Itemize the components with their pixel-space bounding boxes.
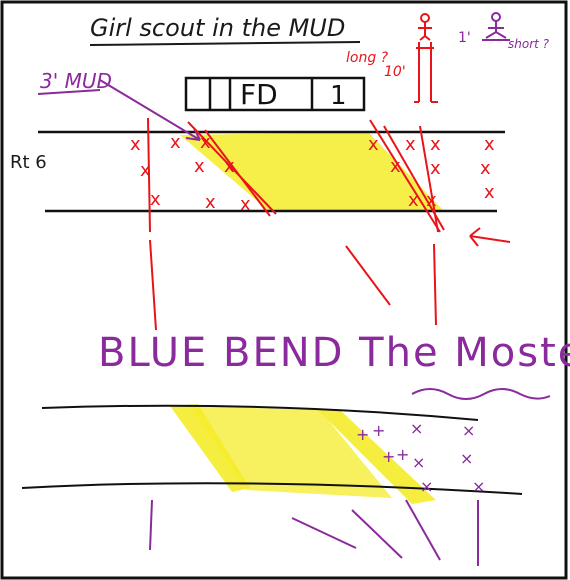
direction-arrow — [469, 235, 511, 243]
bottom-title: BLUE BEND The Mostest — [98, 330, 570, 376]
svg-text:×: × — [472, 477, 485, 496]
bottom-road-edge-bottom — [21, 482, 523, 495]
svg-text:x: x — [150, 189, 161, 210]
svg-text:x: x — [390, 156, 401, 177]
purple-slash-lines — [149, 499, 479, 566]
short-figure — [482, 12, 510, 41]
svg-text:x: x — [205, 192, 216, 213]
svg-text:x: x — [408, 190, 419, 211]
svg-text:x: x — [140, 160, 151, 181]
red-mark-lines — [147, 117, 445, 331]
fd-suffix: 1 — [330, 81, 347, 111]
tall-figure — [414, 13, 438, 103]
mud-highlight-top — [180, 132, 445, 212]
svg-text:x: x — [426, 190, 437, 211]
svg-text:x: x — [430, 134, 441, 155]
svg-text:+: + — [396, 445, 409, 464]
mud-arrow — [99, 79, 201, 141]
height-note: 10' — [384, 64, 406, 80]
fd-label: FD — [240, 78, 278, 111]
title-underline — [89, 41, 361, 46]
svg-text:+: + — [372, 421, 385, 440]
svg-text:x: x — [194, 156, 205, 177]
svg-text:x: x — [430, 158, 441, 179]
svg-text:x: x — [224, 156, 235, 177]
svg-text:x: x — [480, 158, 491, 179]
svg-text:x: x — [405, 134, 416, 155]
svg-text:×: × — [462, 421, 475, 440]
short-note: short ? — [508, 37, 550, 51]
bottom-road-edge-top — [41, 404, 479, 421]
title-text: Girl scout in the MUD — [90, 14, 345, 42]
svg-text:x: x — [368, 134, 379, 155]
mud-label-underline — [37, 89, 101, 95]
title-squiggle — [411, 388, 551, 400]
mud-highlight-bottom-2 — [190, 406, 392, 498]
fd-box: FD 1 — [184, 76, 366, 112]
svg-text:×: × — [420, 477, 433, 496]
red-x-marks: x x x x x x x x x x x x x x x x x x x — [130, 132, 495, 215]
mud-highlight-bottom-3 — [316, 408, 436, 504]
direction-arrow-head — [469, 227, 481, 247]
svg-text:x: x — [200, 132, 211, 153]
svg-text:x: x — [170, 132, 181, 153]
svg-text:×: × — [460, 449, 473, 468]
svg-text:+: + — [356, 425, 369, 444]
svg-text:×: × — [410, 419, 423, 438]
mud-highlight-bottom-1 — [170, 404, 250, 492]
svg-text:x: x — [484, 134, 495, 155]
svg-text:×: × — [412, 453, 425, 472]
svg-text:x: x — [240, 194, 251, 215]
svg-text:x: x — [130, 134, 141, 155]
purple-plus-marks: + + × × + + × × × × — [356, 419, 485, 496]
short-prefix: 1' — [458, 30, 471, 46]
svg-text:x: x — [484, 182, 495, 203]
svg-text:+: + — [382, 447, 395, 466]
long-note: long ? — [346, 50, 389, 66]
road-label: Rt 6 — [10, 152, 47, 173]
